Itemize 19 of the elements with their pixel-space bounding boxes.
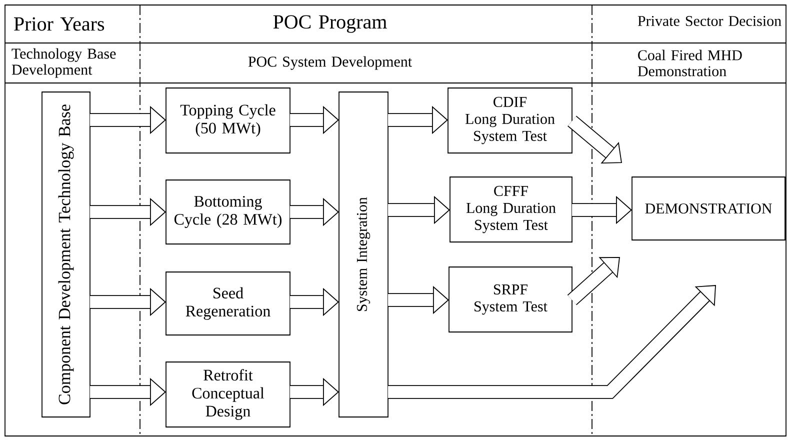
header-label: Technology Base Development	[12, 48, 116, 78]
hollow-arrow	[568, 116, 622, 164]
header-label: Private Sector Decision	[638, 16, 782, 26]
hollow-arrow	[388, 285, 716, 399]
process-box: Retrofit Conceptual Design	[166, 362, 290, 428]
header-label: POC Program	[273, 15, 387, 33]
process-box: Component Development Technology Base	[42, 92, 90, 418]
hollow-arrow	[567, 257, 620, 306]
process-box: System Integration	[338, 92, 388, 418]
process-box: DEMONSTRATION	[632, 176, 786, 240]
process-box: SRPF System Test	[448, 266, 572, 332]
process-box: Seed Regeneration	[166, 272, 290, 336]
process-box: Topping Cycle (50 MWt)	[166, 88, 290, 154]
header-label: Prior Years	[14, 17, 104, 31]
header-label: POC System Development	[248, 56, 412, 70]
process-box: CDIF Long Duration System Test	[448, 88, 572, 154]
header-label: Coal Fired MHD Demonstration	[638, 50, 742, 76]
process-box: Bottoming Cycle (28 MWt)	[166, 180, 290, 244]
process-box: CFFF Long Duration System Test	[450, 176, 572, 242]
